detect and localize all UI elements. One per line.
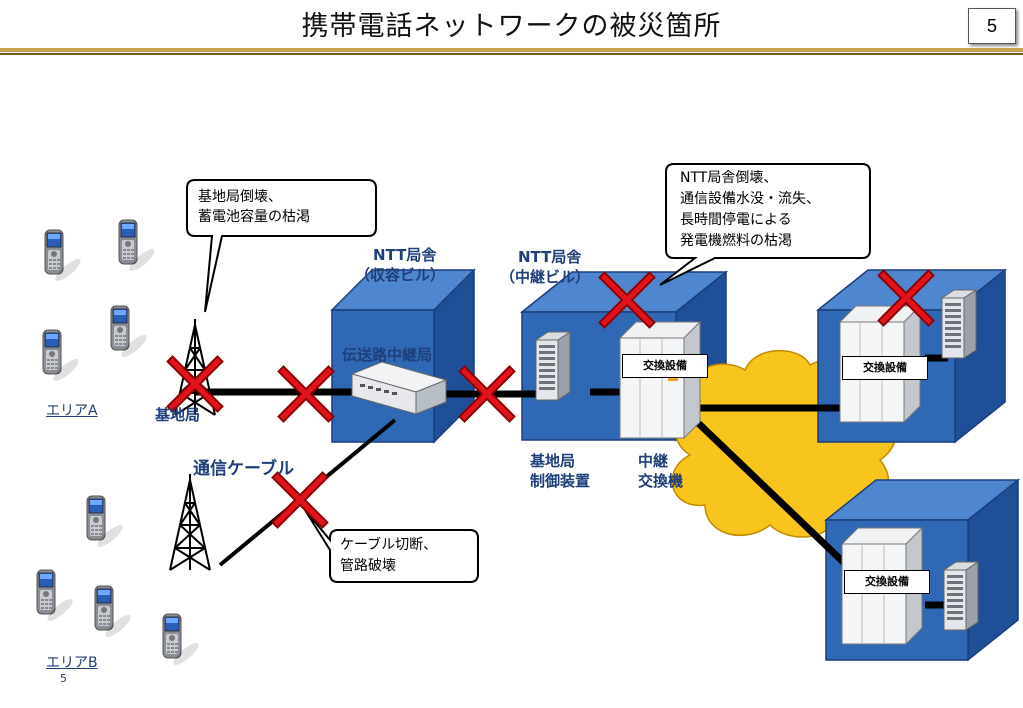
relay-switch-label-2: 交換機 <box>638 472 684 490</box>
area-a-link[interactable]: エリアA <box>46 403 98 419</box>
callout-ntt-bubble <box>659 163 871 286</box>
ntt-building-1-label: NTT局舎 <box>373 246 437 264</box>
callout-ntt-line-2: 通信設備水没・流失、 <box>680 191 820 207</box>
comm-cable-label: 通信ケーブル <box>193 459 294 479</box>
switch-label-b3: 交換設備 <box>842 356 928 380</box>
page-title: 携帯電話ネットワークの被災箇所 <box>301 11 722 42</box>
callout-cable-line-1: ケーブル切断、 <box>340 537 438 553</box>
relay-switch-label-1: 中継 <box>638 452 669 470</box>
base-station-label: 基地局 <box>155 406 201 424</box>
callout-base-station-bubble <box>186 179 377 313</box>
transmission-relay-label: 伝送路中継局 <box>342 346 433 364</box>
area-b-link[interactable]: エリアB <box>46 655 98 671</box>
callout-cable-line-2: 管路破壊 <box>340 558 396 574</box>
switch-label-b4: 交換設備 <box>844 570 930 594</box>
callout-ntt-line-1: NTT局舎倒壊、 <box>680 170 778 186</box>
base-station-tower-b <box>169 473 211 571</box>
title-rule-shadow <box>0 53 1023 55</box>
ntt-building-2-sublabel: （中継ビル） <box>500 268 591 286</box>
transmission-relay-device <box>350 361 448 415</box>
callout-ntt-line-3: 長時間停電による <box>680 212 792 228</box>
callout-base-station-line-2: 蓄電池容量の枯渇 <box>198 209 310 225</box>
server-b4 <box>943 561 979 631</box>
page-number-box: 5 <box>968 8 1016 44</box>
callout-cable-bubble <box>304 509 479 583</box>
bs-controller-label-2: 制御装置 <box>530 472 591 490</box>
ntt-building-1-sublabel: （収容ビル） <box>355 266 446 284</box>
bs-controller-label-1: 基地局 <box>530 452 576 470</box>
bs-controller-server <box>535 331 571 401</box>
damage-x-comm-cable <box>271 471 329 529</box>
ntt-building-2-label: NTT局舎 <box>518 248 582 266</box>
callout-base-station-line-1: 基地局倒壊、 <box>198 189 282 205</box>
phones-area-b <box>36 495 202 669</box>
title-rule <box>0 48 1023 52</box>
phones-area-a <box>42 219 158 385</box>
callout-ntt-line-4: 発電機燃料の枯渇 <box>680 233 792 249</box>
switch-label-relay: 交換設備 <box>622 354 708 378</box>
footer-page-number: 5 <box>60 672 67 685</box>
server-b3 <box>941 289 977 359</box>
relay-switch-1 <box>619 321 701 439</box>
